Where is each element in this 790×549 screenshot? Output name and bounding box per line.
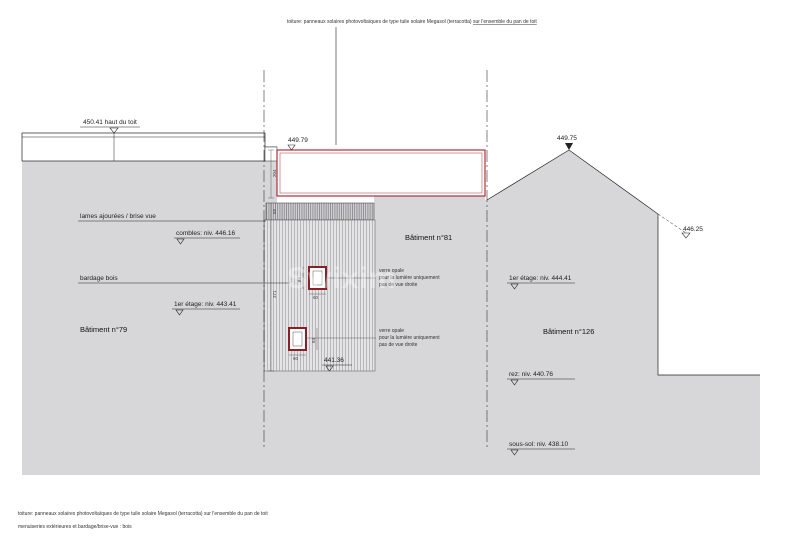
level-triangle-icon <box>510 449 519 456</box>
level-roof-top-left: 450.41 haut du toit <box>80 119 140 161</box>
dim-win-upper-h: 84 <box>297 276 302 282</box>
brise-vue-band <box>265 202 375 221</box>
eave-leader <box>657 213 687 234</box>
background-mass <box>22 150 760 475</box>
level-roof-right-peak: 449.75 <box>557 135 577 150</box>
level-roof-top-left-label: 450.41 haut du toit <box>83 119 137 126</box>
level-triangle-icon <box>287 144 296 151</box>
level-combles-label: combles: niv. 446.16 <box>176 230 236 237</box>
level-roof-right-eave-label: 446.25 <box>683 226 703 233</box>
dim-win-lower-h: 84 <box>311 337 316 343</box>
footer-line-1: toiture: panneaux solaires photovoltaïqu… <box>18 511 268 517</box>
building-center-name: Bâtiment n°81 <box>405 233 452 242</box>
window-note-lower-2: pour la lumière uniquement <box>379 335 440 341</box>
level-sous-sol-label: sous-sol: niv. 438.10 <box>509 441 569 448</box>
footer-line-2: menuiseries extérieures et bardage/brise… <box>18 524 132 530</box>
dim-win-upper-w: 60 <box>313 295 319 300</box>
dim-win-lower-w: 60 <box>293 356 299 361</box>
svg-text:toiture: panneaux solaires pho: toiture: panneaux solaires photovoltaïqu… <box>287 19 537 25</box>
level-roof-right-peak-label: 449.75 <box>557 135 577 142</box>
left-roof <box>21 132 278 162</box>
bardage-wall <box>263 219 376 372</box>
watermark: Swixim <box>287 262 396 295</box>
level-triangle-icon <box>681 232 691 239</box>
level-ground-center: 441.36 <box>322 357 352 372</box>
building-right-name: Bâtiment n°126 <box>543 327 594 336</box>
level-triangle-icon <box>510 283 519 290</box>
level-triangle-icon <box>176 238 185 245</box>
dimension-lines <box>268 149 326 372</box>
level-premier-left: 1er étage: niv. 443.41 <box>172 301 240 316</box>
label-bardage: bardage bois <box>80 275 118 282</box>
level-triangle-icon <box>565 143 573 150</box>
level-triangle-icon <box>325 365 334 372</box>
level-triangle-icon <box>510 379 519 386</box>
level-premier-right-label: 1er étage: niv. 444.41 <box>509 275 572 282</box>
window-note-lower: verre opale pour la lumière uniquement p… <box>306 328 440 348</box>
window-note-upper-2: pour la lumière uniquement <box>379 275 440 281</box>
window-lower <box>288 327 307 351</box>
level-premier-right: 1er étage: niv. 444.41 <box>507 275 575 290</box>
building-left-name: Bâtiment n°79 <box>80 325 127 334</box>
center-roof <box>276 149 486 197</box>
level-roof-center-label: 449.79 <box>288 137 308 144</box>
window-note-upper: verre opale pour la lumière uniquement p… <box>326 268 440 288</box>
level-roof-right-eave: 446.25 <box>681 226 703 239</box>
level-triangle-icon <box>109 127 119 134</box>
level-roof-center: 449.79 <box>287 137 308 151</box>
level-triangle-icon <box>175 309 184 316</box>
dim-roof-height: 204 <box>272 169 277 177</box>
dim-facade-height: 371 <box>272 290 277 298</box>
window-note-lower-1: verre opale <box>379 328 404 334</box>
top-note: toiture: panneaux solaires photovoltaïqu… <box>287 19 537 145</box>
window-note-lower-3: pas de vue droite <box>379 342 418 348</box>
label-lames: lames ajourées / brise vue <box>80 213 156 220</box>
top-note-text: toiture: panneaux solaires photovoltaïqu… <box>287 19 473 25</box>
dim-band: 68 <box>272 208 277 214</box>
level-ground-center-label: 441.36 <box>324 357 344 364</box>
window-note-upper-3: pas de vue droite <box>379 282 418 288</box>
window-note-upper-1: verre opale <box>379 268 404 274</box>
level-sous-sol: sous-sol: niv. 438.10 <box>507 441 575 456</box>
level-rez-label: rez: niv. 440.76 <box>509 371 553 378</box>
level-premier-left-label: 1er étage: niv. 443.41 <box>174 301 237 308</box>
level-rez: rez: niv. 440.76 <box>507 371 575 386</box>
level-combles: combles: niv. 446.16 <box>174 230 240 245</box>
top-note-underlined: sur l'ensemble du pan de toit <box>473 19 537 25</box>
